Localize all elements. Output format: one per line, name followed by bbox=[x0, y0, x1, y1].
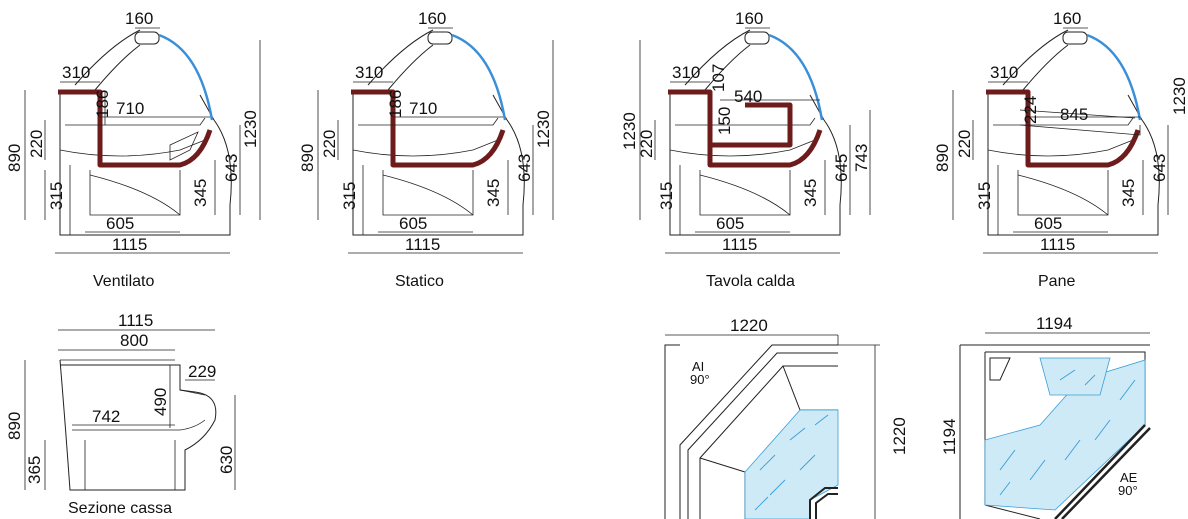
label-ae: AE bbox=[1120, 470, 1138, 485]
dim-inner-h: 186 bbox=[386, 90, 405, 118]
dim-total-w: 1115 bbox=[405, 235, 440, 254]
dim-bottom-w: 605 bbox=[716, 214, 744, 233]
view-corner-ae: 1194 1194 AE 90° bbox=[940, 314, 1151, 519]
view-sezione-cassa: 1115 800 490 229 742 890 365 630 Sezione… bbox=[5, 311, 236, 517]
dim-width-top: 160 bbox=[125, 9, 153, 28]
dim-total-w: 1115 bbox=[112, 235, 147, 254]
dim-r2: 643 bbox=[515, 154, 534, 182]
label-ae-angle: 90° bbox=[1118, 483, 1138, 498]
label-ai: AI bbox=[692, 359, 704, 374]
dim-base-h: 315 bbox=[657, 182, 676, 210]
dim-inner-h: 224 bbox=[1021, 96, 1040, 124]
dim-top-depth: 310 bbox=[355, 63, 383, 82]
dim-r2: 643 bbox=[1150, 154, 1169, 182]
dim-bottom-w: 605 bbox=[399, 214, 427, 233]
dim-top-depth: 310 bbox=[672, 63, 700, 82]
dim-total-w: 1115 bbox=[722, 235, 757, 254]
dim-inner-h: 107 bbox=[709, 64, 728, 92]
dim-total-h: 1230 bbox=[241, 110, 260, 148]
dim-bottom-w: 605 bbox=[106, 214, 134, 233]
dim-h-inner: 490 bbox=[151, 388, 170, 416]
dim-top-depth: 310 bbox=[62, 63, 90, 82]
dim-width-top: 160 bbox=[735, 9, 763, 28]
dim-w-top: 800 bbox=[120, 331, 148, 350]
caption-pane: Pane bbox=[1038, 273, 1075, 290]
dim-bottom-w: 605 bbox=[1034, 214, 1062, 233]
dim-h1: 890 bbox=[5, 144, 24, 172]
dim-r1: 345 bbox=[191, 179, 210, 207]
dim-h-base: 365 bbox=[25, 456, 44, 484]
view-ventilato: 160 310 186 710 1230 890 220 315 605 111… bbox=[5, 9, 261, 290]
dim-total-h: 1230 bbox=[1170, 77, 1188, 115]
dim-h-total: 890 bbox=[5, 412, 24, 440]
dim-corner-ai-w: 1220 bbox=[730, 316, 768, 335]
label-ai-angle: 90° bbox=[690, 372, 710, 387]
dim-shelf: 845 bbox=[1060, 105, 1088, 124]
caption-tavola-calda: Tavola calda bbox=[706, 273, 795, 290]
dim-h2: 220 bbox=[27, 130, 46, 158]
dim-base-h: 315 bbox=[340, 182, 359, 210]
caption-ventilato: Ventilato bbox=[93, 273, 154, 290]
dim-r2: 643 bbox=[222, 154, 241, 182]
dim-shelf: 710 bbox=[116, 99, 144, 118]
dim-h1: 890 bbox=[933, 144, 952, 172]
dim-r2: 645 bbox=[832, 154, 851, 182]
dim-h2: 220 bbox=[320, 130, 339, 158]
view-corner-ai: 1220 1220 AI 90° bbox=[664, 316, 909, 519]
dim-r1: 345 bbox=[1119, 179, 1138, 207]
dim-inner-h: 186 bbox=[93, 90, 112, 118]
dim-h2: 220 bbox=[637, 130, 656, 158]
dim-width-top: 160 bbox=[418, 9, 446, 28]
dim-base-h: 315 bbox=[47, 182, 66, 210]
caption-statico: Statico bbox=[395, 273, 444, 290]
dim-h1: 890 bbox=[298, 144, 317, 172]
dim-base-h: 315 bbox=[975, 182, 994, 210]
dim-shelf: 540 bbox=[734, 87, 762, 106]
dim-shelf: 710 bbox=[409, 99, 437, 118]
dim-w-total: 1115 bbox=[118, 311, 153, 330]
view-pane: 160 310 224 845 1230 890 220 315 605 111… bbox=[933, 9, 1188, 290]
view-statico: 160 310 186 710 1230 890 220 315 605 111… bbox=[298, 9, 554, 290]
dim-width-top: 160 bbox=[1053, 9, 1081, 28]
dim-corner-ae-w: 1194 bbox=[1036, 314, 1073, 333]
dim-r1: 345 bbox=[484, 179, 503, 207]
dim-w-shelf: 742 bbox=[92, 407, 120, 426]
dim-h2: 220 bbox=[955, 130, 974, 158]
caption-sezione-cassa: Sezione cassa bbox=[68, 500, 172, 517]
dim-total-w: 1115 bbox=[1040, 235, 1075, 254]
dim-total-h: 1230 bbox=[534, 110, 553, 148]
dim-corner-ae-h: 1194 bbox=[940, 418, 959, 455]
view-tavola-calda: 160 310 107 540 150 1230 220 315 605 111… bbox=[620, 9, 871, 290]
dim-w-side: 229 bbox=[188, 362, 216, 381]
dim-inner-v: 150 bbox=[715, 107, 734, 135]
dim-h-right: 630 bbox=[217, 446, 236, 474]
dim-r3: 743 bbox=[852, 144, 871, 172]
dim-r1: 345 bbox=[801, 179, 820, 207]
dim-corner-ai-h: 1220 bbox=[890, 417, 909, 455]
dim-h1: 1230 bbox=[620, 112, 639, 150]
dim-top-depth: 310 bbox=[990, 63, 1018, 82]
